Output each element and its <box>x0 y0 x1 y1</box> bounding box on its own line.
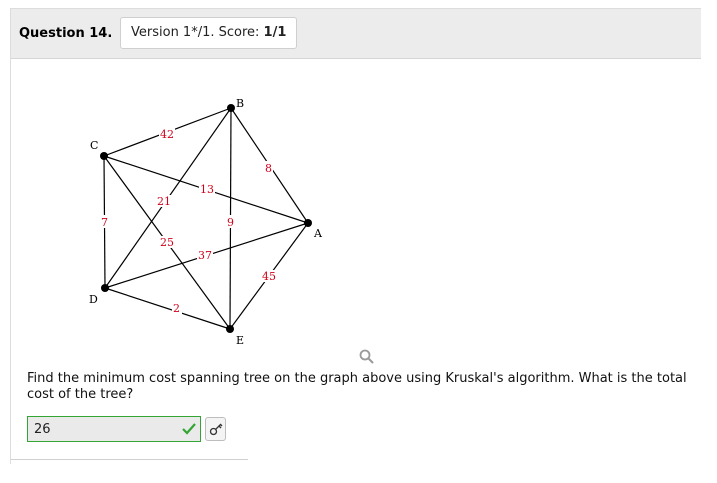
question-header: Question 14. Version 1*/1. Score: 1/1 <box>11 9 701 59</box>
version-score-box: Version 1*/1. Score: 1/1 <box>120 17 298 49</box>
graph-edges <box>103 107 309 330</box>
vertex-label: C <box>90 139 98 152</box>
question-card: Question 14. Version 1*/1. Score: 1/1 42… <box>10 8 701 464</box>
edge-weight: 21 <box>157 195 171 208</box>
magnifier-icon[interactable] <box>359 349 375 365</box>
key-icon <box>209 423 223 436</box>
question-number: Question 14. <box>19 26 113 41</box>
answer-value[interactable]: 26 <box>34 422 51 437</box>
edge-weight: 9 <box>227 216 234 229</box>
graph-vertices <box>100 104 312 333</box>
edge-weight: 7 <box>101 216 108 229</box>
edge-weight: 25 <box>160 236 174 249</box>
vertex-label: A <box>313 227 323 240</box>
edge-weight: 37 <box>198 249 212 262</box>
vertex-label: E <box>236 334 244 347</box>
edge-weight-labels: 42 8 13 21 7 9 25 37 45 2 <box>100 128 277 315</box>
checkmark-icon <box>182 423 196 435</box>
vertex-labels: A B C D E <box>89 97 323 347</box>
edge-weight: 2 <box>173 302 180 315</box>
vertex-b <box>227 104 235 112</box>
graph-figure: 42 8 13 21 7 9 25 37 45 2 <box>89 97 323 347</box>
vertex-a <box>304 219 312 227</box>
score-value: 1/1 <box>263 25 287 40</box>
edge-weight: 45 <box>262 270 276 283</box>
version-text: Version 1*/1. Score: <box>131 25 264 40</box>
key-button[interactable] <box>205 417 226 441</box>
vertex-label: B <box>236 97 244 110</box>
vertex-label: D <box>89 293 98 306</box>
answer-field[interactable]: 26 <box>27 416 201 442</box>
vertex-e <box>226 325 234 333</box>
divider <box>11 459 248 460</box>
edge-d-e <box>104 287 231 330</box>
vertex-d <box>101 284 109 292</box>
vertex-c <box>100 152 108 160</box>
edge-weight: 42 <box>160 128 174 141</box>
edge-weight: 13 <box>200 183 214 196</box>
question-text: Find the minimum cost spanning tree on t… <box>27 371 687 402</box>
edge-weight: 8 <box>265 162 272 175</box>
